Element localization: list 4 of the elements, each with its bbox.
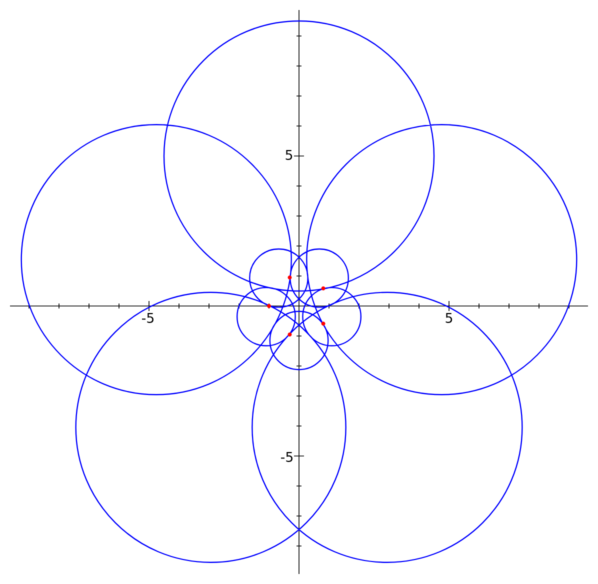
- tick-label: -5: [142, 313, 154, 323]
- tick-label: 5: [286, 150, 292, 160]
- tick-label: 5: [446, 313, 452, 323]
- tick-label: -5: [281, 452, 292, 462]
